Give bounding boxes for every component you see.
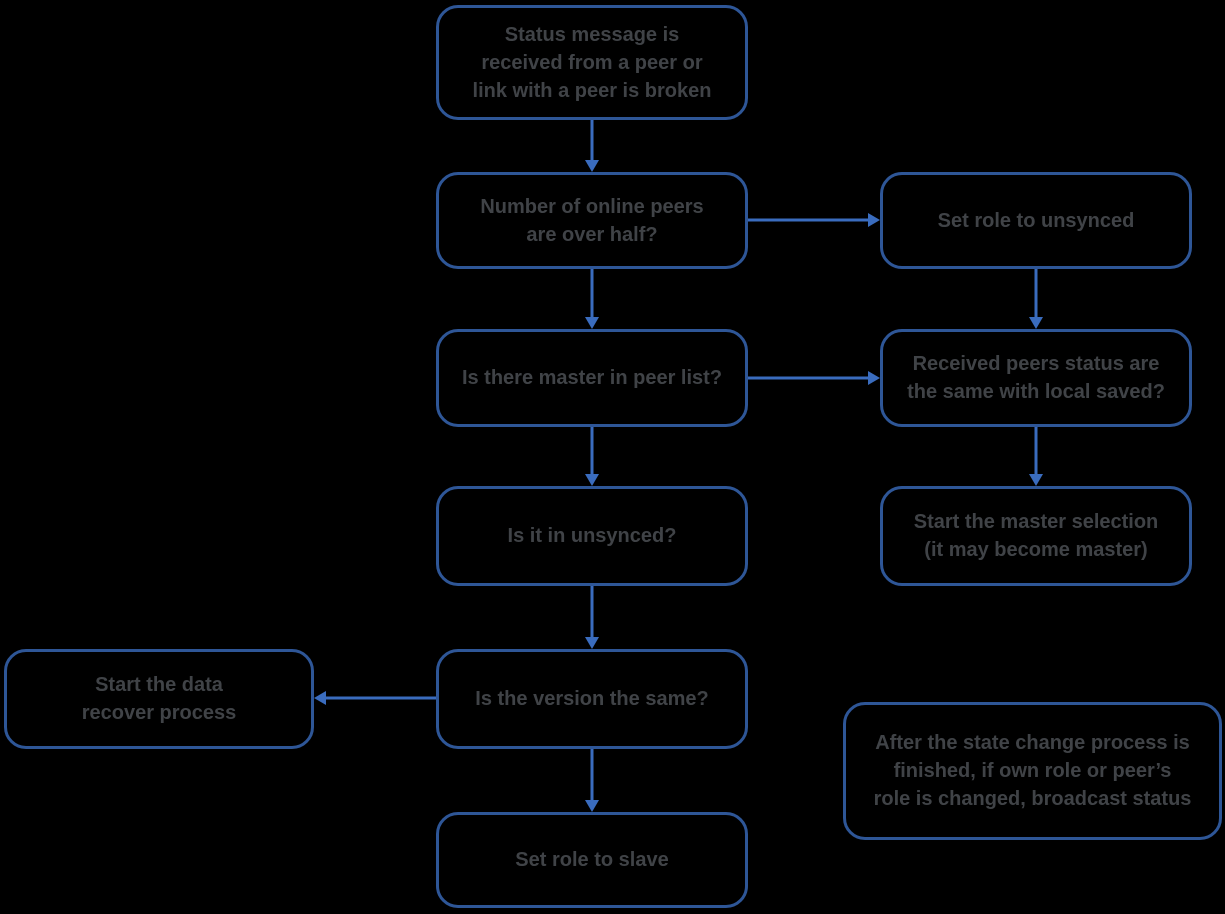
node-status-received: Status message is received from a peer o… — [436, 5, 748, 120]
node-peers-status-same: Received peers status are the same with … — [880, 329, 1192, 427]
node-start-data-recover: Start the data recover process — [4, 649, 314, 749]
arrow-master-list-to-is-unsynced — [585, 427, 599, 486]
node-master-in-peer-list: Is there master in peer list? — [436, 329, 748, 427]
arrow-status-to-peers-over-half — [585, 120, 599, 172]
node-version-same: Is the version the same? — [436, 649, 748, 749]
node-set-role-unsynced: Set role to unsynced — [880, 172, 1192, 269]
node-broadcast-note: After the state change process is finish… — [843, 702, 1222, 840]
node-set-role-slave: Set role to slave — [436, 812, 748, 908]
arrow-peers-status-to-master-selection — [1029, 427, 1043, 486]
arrow-peers-over-half-to-master-list — [585, 269, 599, 329]
arrow-version-to-slave — [585, 749, 599, 812]
arrow-master-list-to-peers-status — [748, 371, 880, 385]
arrow-version-to-data-recover — [314, 691, 436, 705]
node-start-master-selection: Start the master selection (it may becom… — [880, 486, 1192, 586]
node-peers-over-half: Number of online peers are over half? — [436, 172, 748, 269]
node-is-in-unsynced: Is it in unsynced? — [436, 486, 748, 586]
arrow-is-unsynced-to-version — [585, 586, 599, 649]
arrow-unsynced-to-peers-status — [1029, 269, 1043, 329]
arrow-peers-over-half-to-unsynced — [748, 213, 880, 227]
